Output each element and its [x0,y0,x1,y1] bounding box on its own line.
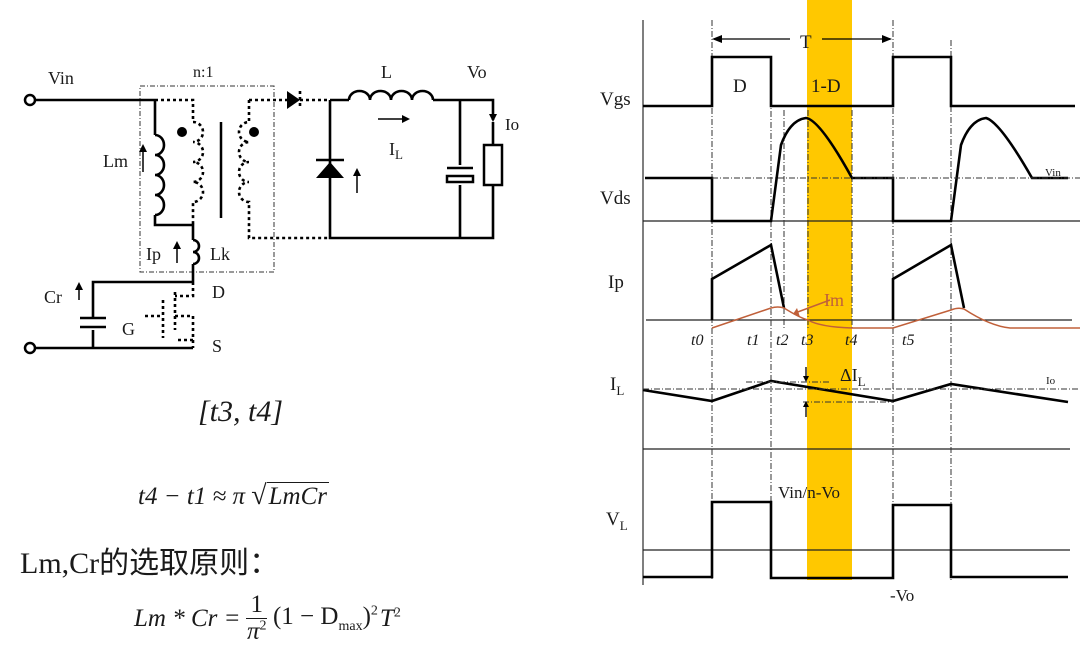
io-label: Io [505,115,519,134]
lm-inductor [154,133,166,217]
ip-arrow-head [173,241,181,249]
time-mark-t4: t4 [845,332,857,349]
resonance-formula: t4 − t1 ≈ π √LmCr [138,480,330,512]
output-capacitor [445,174,475,184]
secondary-winding [237,100,330,240]
io-arrow-icon [489,114,497,122]
lk-label: Lk [210,244,230,264]
im-waveform [711,306,1080,329]
im-pointer-arrow-icon [794,299,831,314]
formula2-paren: (1 − Dmax)2 [272,602,378,634]
secondary-dot [249,127,259,137]
primary-dot [177,127,187,137]
lk-inductor [192,238,201,266]
interval-label: [t3, t4] [198,395,284,428]
l-label: L [381,62,392,82]
time-mark-t5: t5 [902,332,914,349]
sqrt-sign-icon: √ [251,480,267,511]
freewheel-diode [316,162,344,178]
drain-label: D [212,282,225,302]
vds-label: Vds [600,188,631,209]
formula2-fraction: 1 π2 [246,591,267,646]
cr-wires [91,280,193,348]
period-label: T [800,32,812,53]
out-wire-2 [433,98,495,120]
vin-label: Vin [48,68,74,88]
mosfet-switch [145,282,195,348]
cr-arrow-head [75,282,83,290]
ip-waveform [710,242,786,320]
load-resistor [482,143,504,187]
formula2-denominator: π2 [246,618,267,646]
delta-il-lines [746,381,893,403]
diode-wire [298,91,330,109]
waveform-chart [642,0,1080,585]
selection-formula: Lm * Cr = 1 π2 (1 − Dmax)2 T2 [134,591,401,646]
formula1-radicand: LmCr [266,482,330,510]
lm-wire-bottom [153,215,195,240]
lm-label: Lm [103,151,128,171]
selection-heading: Lm,Cr的选取原则： [20,547,280,580]
time-mark-t3: t3 [801,332,813,349]
formula2-numerator: 1 [246,591,267,620]
lm-arrow-head [139,144,147,152]
source-label: S [212,336,222,356]
im-pointer-head [793,308,800,317]
vin-level-label: Vin [1045,167,1061,179]
vl-waveform [643,500,1068,580]
gate-label: G [122,319,135,339]
diode-current-arrow-head [353,168,361,176]
vo-label: Vo [467,62,487,82]
turns-ratio-label: n:1 [193,64,213,81]
formula1-lhs: t4 − t1 ≈ π [138,483,246,510]
il-arrow-head [402,115,410,123]
cr-label: Cr [44,287,62,307]
vgs-waveform [643,55,1075,108]
off-time-label: 1-D [811,76,841,97]
transformer-boundary [139,85,275,273]
formula2-period: T2 [379,604,401,632]
output-inductor [347,89,435,101]
io-level-label: Io [1046,375,1056,387]
vl-low-label: -Vo [890,586,914,605]
vl-high-label: Vin/n-Vo [778,483,840,502]
vin-terminal [23,93,37,107]
time-mark-t0: t0 [691,332,703,349]
highlight-band-t3-t4 [807,0,852,580]
time-mark-t2: t2 [776,332,788,349]
il-label: IL [389,139,403,162]
formula2-lhs: Lm * Cr = [134,604,241,632]
delta-il-label: ΔIL [840,365,866,389]
ip-row-label: Ip [608,272,624,293]
primary-winding [155,98,205,225]
duty-label: D [733,76,747,97]
vds-waveform [645,116,1068,223]
vl-row-label: VL [606,509,628,533]
il-row-label: IL [610,374,624,398]
ground-terminal [23,341,37,355]
time-mark-t1: t1 [747,332,759,349]
ip-label: Ip [146,244,161,264]
output-diode [287,91,300,109]
ip-waveform-2 [891,242,966,320]
il-waveform [642,379,1069,404]
im-label: Im [824,290,844,310]
vgs-label: Vgs [600,89,631,110]
